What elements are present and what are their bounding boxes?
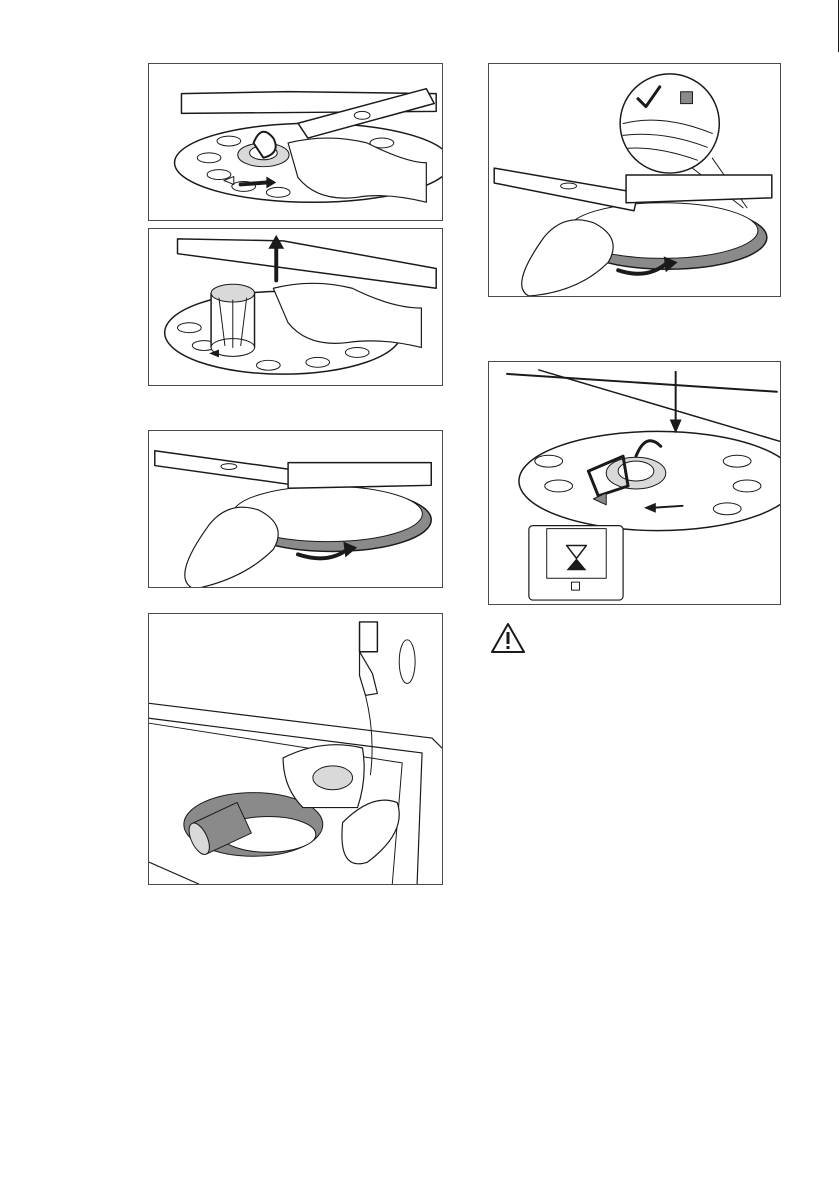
flat-filter-install-check-illustration	[489, 64, 780, 296]
filter-rinse-tap-illustration	[149, 614, 442, 884]
filter-lock-rotate-illustration	[489, 362, 780, 604]
filter-unlock-rotate-illustration	[149, 64, 442, 220]
figure-filter-lift	[148, 228, 443, 386]
figure-flat-filter-install	[488, 63, 781, 297]
figure-filter-unlock	[148, 63, 443, 221]
flat-filter-remove-illustration	[149, 431, 442, 587]
warning-triangle-icon	[490, 622, 526, 654]
figure-filter-lock	[488, 361, 781, 605]
figure-flat-filter-remove	[148, 430, 443, 588]
filter-lift-out-illustration	[149, 229, 442, 385]
figure-filter-rinse	[148, 613, 443, 885]
